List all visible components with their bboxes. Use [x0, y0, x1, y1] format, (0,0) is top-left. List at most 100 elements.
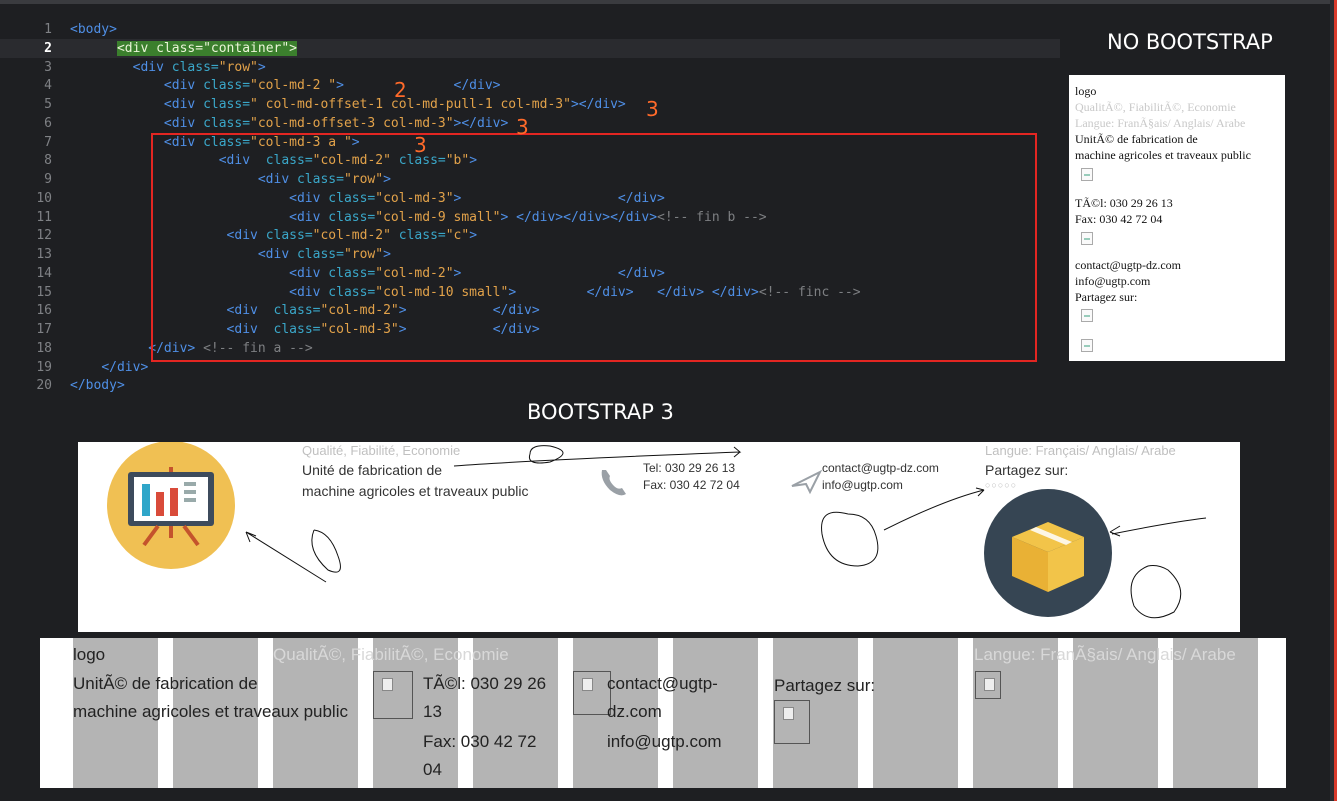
share-icons-placeholder[interactable]: ○○○○○ [985, 480, 1018, 490]
grid-column [173, 638, 258, 788]
code-text[interactable]: <div class=" col-md-offset-1 col-md-pull… [163, 97, 626, 112]
email-line-1b[interactable]: dz.com [607, 702, 662, 721]
broken-image-icon [373, 671, 413, 719]
langue: Langue: FranÃ§ais/ Anglais/ Arabe [1075, 116, 1246, 130]
bootstrap3-preview: Qualité, Fiabilité, Economie Unité de fa… [78, 442, 1240, 632]
fax-line-2: 04 [423, 760, 442, 779]
tagline: QualitÃ©, FiabilitÃ©, Economie [1075, 100, 1236, 114]
code-text[interactable]: <div class="col-md-offset-3 col-md-3"></… [163, 115, 509, 131]
code-text[interactable]: <div class="col-md-10 small"> </div> </d… [289, 284, 861, 300]
annotation-2: 2 [394, 78, 407, 102]
tel: Tel: 030 29 26 13 [643, 461, 736, 475]
grid-column [1173, 638, 1258, 788]
code-line[interactable]: 7 <div class="col-md-3 a "> [0, 133, 1060, 152]
tel: TÃ©l: 030 29 26 13 [1075, 196, 1173, 210]
code-line[interactable]: 11 <div class="col-md-9 small"> </div></… [0, 208, 1060, 227]
code-line[interactable]: 5 <div class=" col-md-offset-1 col-md-pu… [0, 95, 1060, 114]
grid-column [973, 638, 1058, 788]
code-line[interactable]: 12 <div class="col-md-2" class="c"> [0, 226, 1060, 245]
email-line-1a[interactable]: contact@ugtp- [607, 674, 718, 693]
share-label: Partagez sur: [1075, 290, 1138, 304]
code-editor[interactable]: 1<body>2 <div class="container">3 <div c… [0, 20, 1060, 400]
email-contact[interactable]: contact@ugtp-dz.com [1075, 258, 1182, 272]
email-contact[interactable]: contact@ugtp-dz.com [822, 461, 939, 475]
code-text[interactable]: </body> [70, 378, 125, 394]
grid-debug-preview: logo UnitÃ© de fabrication de machine ag… [40, 638, 1286, 788]
code-text[interactable]: <div class="row"> [132, 59, 266, 75]
code-line[interactable]: 14 <div class="col-md-2"> </div> [0, 264, 1060, 283]
code-line[interactable]: 16 <div class="col-md-2"> </div> [0, 301, 1060, 320]
code-line[interactable]: 2 <div class="container"> [0, 38, 1060, 58]
grid-column [473, 638, 558, 788]
code-line[interactable]: 9 <div class="row"> [0, 170, 1060, 189]
annotation-3-b: 3 [516, 115, 529, 139]
code-text[interactable]: </div> <!-- fin a --> [148, 340, 313, 356]
broken-image-icon [573, 671, 611, 715]
code-text[interactable]: <div class="col-md-9 small"> </div></div… [289, 209, 767, 225]
grid-column [73, 638, 158, 788]
code-text[interactable]: <div class="row"> [257, 172, 391, 187]
tagline: Qualité, Fiabilité, Economie [302, 443, 461, 458]
code-text[interactable]: <div class="container"> [116, 40, 297, 56]
unit-line-1: Unité de fabrication de [302, 462, 443, 478]
code-text[interactable]: <div class="row"> [257, 247, 391, 262]
phone-icon [601, 470, 626, 496]
code-line[interactable]: 17 <div class="col-md-3"> </div> [0, 320, 1060, 339]
package-icon [984, 489, 1112, 617]
code-text[interactable]: <div class="col-md-3"> </div> [289, 190, 665, 206]
email-info[interactable]: info@ugtp.com [822, 478, 903, 492]
line-number: 13 [36, 247, 52, 262]
annotation-3-c: 3 [414, 133, 427, 157]
fax: Fax: 030 42 72 04 [643, 478, 740, 492]
tel-line-2: 13 [423, 702, 442, 721]
line-number: 9 [44, 172, 52, 187]
email-info[interactable]: info@ugtp.com [1075, 274, 1151, 288]
presentation-logo-icon [107, 442, 235, 569]
code-text[interactable]: <div class="col-md-2 "> </div> [163, 78, 501, 94]
unit-line-2: machine agricoles et traveaux public [302, 483, 529, 499]
code-line[interactable]: 18 </div> <!-- fin a --> [0, 339, 1060, 358]
code-text[interactable]: <div class="col-md-3 a "> [163, 134, 360, 150]
share-label: Partagez sur: [985, 462, 1069, 478]
right-red-edge [1334, 0, 1337, 801]
line-number: 2 [44, 40, 52, 56]
code-text[interactable]: <div class="col-md-2" class="c"> [226, 228, 478, 244]
bootstrap-graphics [107, 442, 1207, 619]
grid-column [373, 638, 458, 788]
grid-column [573, 638, 658, 788]
share-label: Partagez sur: [774, 676, 876, 695]
editor-scrollbar-track[interactable] [1330, 0, 1334, 801]
line-number: 4 [44, 78, 52, 94]
code-line[interactable]: 6 <div class="col-md-offset-3 col-md-3">… [0, 114, 1060, 133]
fax-line-1: Fax: 030 42 72 [423, 732, 537, 751]
code-line[interactable]: 3 <div class="row"> [0, 58, 1060, 77]
code-text[interactable]: <div class="col-md-3"> </div> [226, 322, 540, 337]
code-text[interactable]: <div class="col-md-2"> </div> [289, 265, 665, 281]
line-number: 14 [36, 265, 52, 281]
logo-text: logo [73, 645, 106, 664]
broken-image-icon [975, 671, 1001, 699]
code-line[interactable]: 20</body> [0, 376, 1060, 395]
code-line[interactable]: 13 <div class="row"> [0, 245, 1060, 264]
code-line[interactable]: 1<body> [0, 20, 1060, 39]
heading-bootstrap3: BOOTSTRAP 3 [527, 400, 674, 424]
code-text[interactable]: <div class="col-md-2"> </div> [226, 303, 540, 319]
code-line[interactable]: 10 <div class="col-md-3"> </div> [0, 189, 1060, 208]
unit-line-2: machine agricoles et traveaux public [1075, 148, 1251, 162]
line-number: 8 [44, 153, 52, 169]
code-text[interactable]: <body> [70, 22, 117, 37]
tagline: QualitÃ©, FiabilitÃ©, Economie [273, 645, 509, 664]
unit-line-1: UnitÃ© de fabrication de [73, 674, 258, 693]
code-text[interactable]: <div class="col-md-2" class="b"> [218, 153, 478, 169]
code-text[interactable]: </div> [101, 359, 149, 375]
code-line[interactable]: 4 <div class="col-md-2 "> </div> [0, 76, 1060, 95]
email-info[interactable]: info@ugtp.com [607, 732, 722, 751]
code-line[interactable]: 15 <div class="col-md-10 small"> </div> … [0, 283, 1060, 302]
line-number: 18 [36, 340, 52, 356]
code-line[interactable]: 19 </div> [0, 358, 1060, 377]
line-number: 16 [36, 303, 52, 319]
line-number: 15 [36, 284, 52, 300]
grid-column [273, 638, 358, 788]
code-line[interactable]: 8 <div class="col-md-2" class="b"> [0, 151, 1060, 170]
highlight-box [151, 133, 1037, 362]
